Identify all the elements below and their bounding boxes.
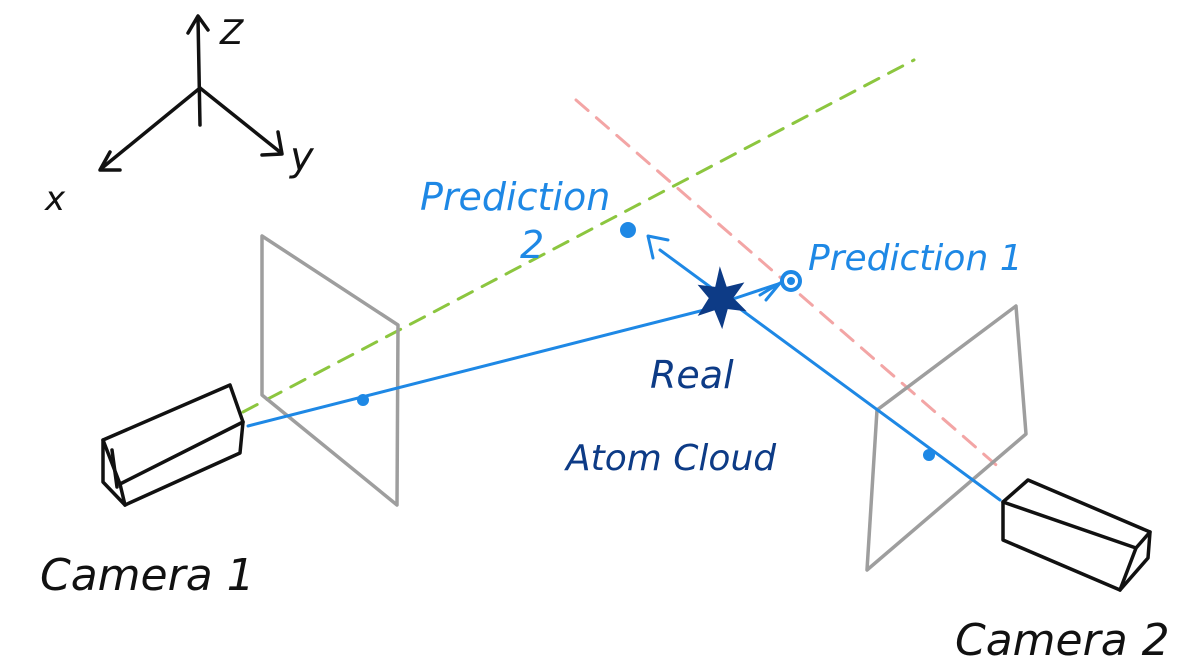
camera1-projection-line — [241, 58, 916, 414]
camera-2-label: Camera 2 — [955, 615, 1170, 662]
camera2-image-plane — [865, 304, 1028, 572]
camera-1-icon — [101, 383, 245, 507]
x-axis-line — [100, 86, 202, 170]
z-axis-arrowhead — [186, 14, 210, 35]
prediction-2-label-line1: Prediction — [420, 175, 610, 219]
coordinate-axes: Z x y — [44, 13, 315, 219]
ray-camera1-to-cloud — [246, 304, 722, 428]
prediction-2-point — [620, 222, 636, 238]
ray-camera1-arrowhead — [758, 281, 782, 302]
x-axis-label: x — [44, 179, 66, 219]
z-axis-line — [196, 16, 202, 127]
pointer-to-prediction-1 — [728, 282, 780, 302]
prediction-1-label: Prediction 1 — [808, 238, 1023, 279]
atom-cloud-label: Atom Cloud — [564, 438, 777, 479]
ray-camera2-arrowhead — [646, 234, 670, 260]
x-axis-arrowhead — [98, 150, 122, 172]
camera2-image-point — [923, 449, 935, 461]
y-axis-label: y — [289, 134, 315, 180]
camera-1-label: Camera 1 — [40, 550, 255, 601]
atom-cloud-icon — [697, 266, 747, 330]
prediction-2-label-line2: 2 — [520, 223, 544, 267]
prediction-1-point-core — [787, 277, 795, 285]
camera-2-icon — [1001, 478, 1152, 592]
z-axis-label: Z — [219, 13, 244, 53]
camera1-image-point — [357, 394, 369, 406]
y-axis-line — [198, 86, 282, 154]
camera1-image-plane — [260, 234, 400, 507]
real-label: Real — [650, 353, 734, 397]
y-axis-arrowhead — [260, 130, 284, 157]
